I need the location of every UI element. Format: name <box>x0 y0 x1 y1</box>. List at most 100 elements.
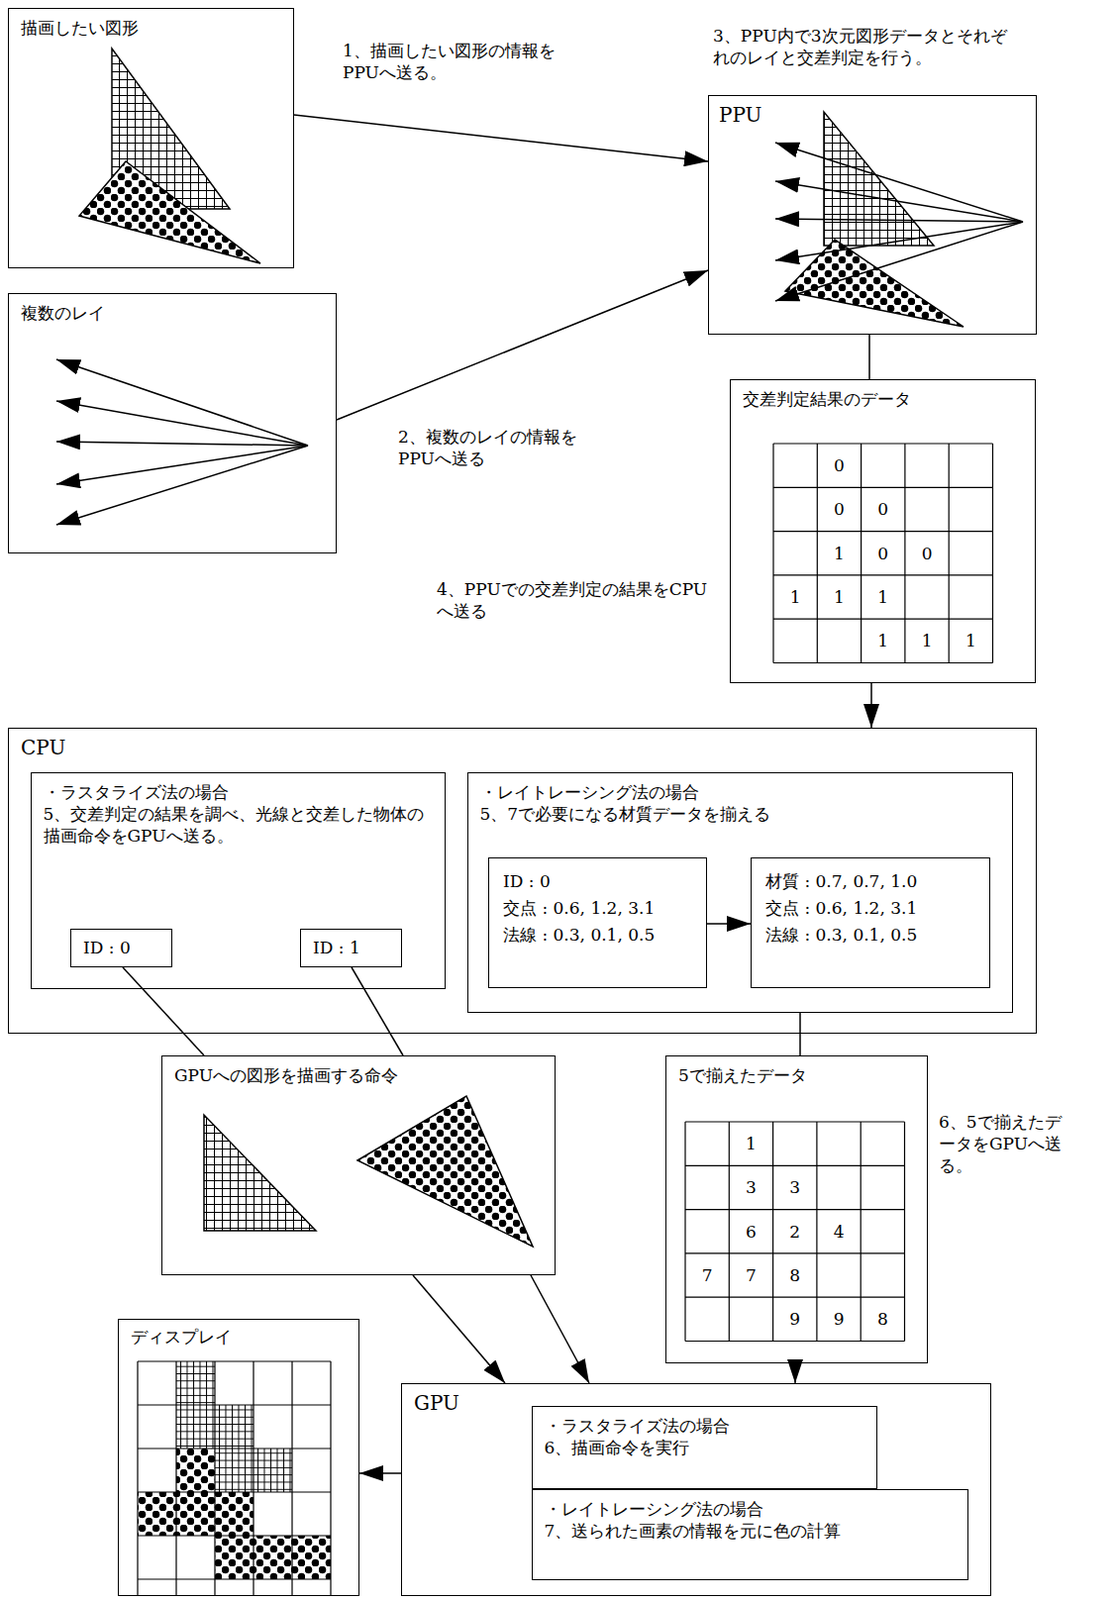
ray-fan <box>775 142 1023 302</box>
step-note: 3、PPU内で3次元図形データとそれぞれのレイと交差判定を行う。 <box>712 24 1011 69</box>
step-note: 6、5で揃えたデータをGPUへ送る。 <box>938 1111 1078 1177</box>
connector <box>294 114 709 162</box>
dotted-triangle <box>357 1096 533 1247</box>
box-text: 6、描画命令を実行 <box>544 1436 865 1459</box>
raster-exec-box: ・ラスタライズ法の場合6、描画命令を実行 <box>531 1406 878 1490</box>
table-cell: 1 <box>773 575 817 619</box>
table-cell: 4 <box>816 1210 861 1254</box>
box-text: 5、7で必要になる材質データを揃える <box>480 803 1001 825</box>
connector <box>359 1472 402 1475</box>
ray <box>775 218 1023 222</box>
mesh-triangle <box>203 1115 316 1231</box>
connector <box>707 922 751 925</box>
pixel-grid <box>137 1361 331 1596</box>
unit-name: CPU <box>20 734 1024 761</box>
table-cell: 1 <box>728 1121 773 1166</box>
edge-label: 2、複数のレイの情報をPPUへ送る <box>398 425 597 470</box>
data-row: 交点 : 0.6, 1.2, 3.1 <box>503 895 693 922</box>
table-cell: 8 <box>860 1297 905 1341</box>
table-cell: 0 <box>861 531 906 576</box>
unit-name: GPU <box>413 1390 979 1417</box>
connector <box>351 967 404 1056</box>
mesh-pixel <box>176 1405 215 1449</box>
box-heading: ・レイトレーシング法の場合 <box>544 1498 956 1521</box>
input-shapes-panel: 描画したい図形 <box>7 7 295 269</box>
table-cell: 1 <box>816 575 861 619</box>
display-pixels <box>137 1361 331 1596</box>
table-grid <box>685 1121 906 1342</box>
ray <box>775 181 1023 222</box>
connector <box>122 967 204 1056</box>
table-cell: 0 <box>861 487 906 531</box>
dot-pixel <box>253 1535 293 1580</box>
step-note: 4、PPUでの交差判定の結果をCPUへ送る <box>436 578 710 622</box>
box-heading: ・ラスタライズ法の場合 <box>43 781 433 804</box>
mesh-pixel <box>214 1448 254 1493</box>
dotted-triangle <box>79 161 261 264</box>
table-cell: 0 <box>905 531 949 576</box>
dot-pixel <box>176 1492 215 1536</box>
ray <box>775 142 1023 222</box>
table-cell: 1 <box>948 618 993 663</box>
gpu-box: GPU・ラスタライズ法の場合6、描画命令を実行・レイトレーシング法の場合7、送ら… <box>401 1383 992 1597</box>
table-cell: 6 <box>728 1210 773 1254</box>
box-heading: ・レイトレーシング法の場合 <box>480 781 1001 804</box>
box-text: GPUへの図形を描画する命令 <box>174 1064 543 1087</box>
table-cell: 0 <box>816 487 861 531</box>
box-text: 5で揃えたデータ <box>678 1064 915 1087</box>
dot-pixel <box>292 1535 331 1580</box>
box-text: ID : 1 <box>312 936 390 959</box>
ray <box>56 441 308 446</box>
connector <box>868 334 871 380</box>
table-cell: 3 <box>773 1165 817 1210</box>
connector <box>530 1275 590 1384</box>
ray <box>56 445 308 525</box>
id-box: ID : 0 <box>70 928 173 968</box>
table-cell: 3 <box>728 1165 773 1210</box>
hit-data-box: ID : 0交点 : 0.6, 1.2, 3.1法線 : 0.3, 0.1, 0… <box>488 857 708 989</box>
ppu-box: 3、PPU内で3次元図形データとそれぞれのレイと交差判定を行う。PPU <box>708 95 1037 335</box>
table-cell: 9 <box>773 1297 817 1341</box>
connector <box>336 270 709 420</box>
ray-fan <box>56 359 308 525</box>
table-cell: 1 <box>861 618 906 663</box>
edge-label: 1、描画したい図形の情報をPPUへ送る。 <box>342 39 581 84</box>
mesh-pixel <box>253 1448 293 1493</box>
dot-pixel <box>214 1535 254 1580</box>
data-row: 交点 : 0.6, 1.2, 3.1 <box>765 895 976 922</box>
cpu-box: CPU ・ラスタライズ法の場合5、交差判定の結果を調べ、光線と交差した物体の描画命… <box>7 727 1037 1034</box>
raytrace-step-box: ・レイトレーシング法の場合5、7で必要になる材質データを揃える ID : 0交点 … <box>467 772 1014 1014</box>
dot-pixel <box>137 1492 177 1536</box>
draw-command-box: GPUへの図形を描画する命令 <box>161 1055 556 1276</box>
rays-panel: 複数のレイ <box>7 293 337 554</box>
data-row: 法線 : 0.3, 0.1, 0.5 <box>503 921 693 949</box>
box-text: 5、交差判定の結果を調べ、光線と交差した物体の描画命令をGPUへ送る。 <box>43 803 433 847</box>
table-grid <box>773 443 994 664</box>
table-cell: 1 <box>905 618 949 663</box>
connector <box>870 683 873 728</box>
box-text: 複数のレイ <box>20 302 324 324</box>
ray <box>775 221 1023 302</box>
table-cell: 9 <box>816 1297 861 1341</box>
dot-pixel <box>214 1492 254 1536</box>
connector <box>794 1363 797 1384</box>
connector <box>412 1275 506 1384</box>
ray <box>775 221 1023 261</box>
mesh-triangle <box>823 111 934 246</box>
box-text: 7、送られた画素の情報を元に色の計算 <box>544 1520 956 1542</box>
ray <box>56 445 308 485</box>
id-box: ID : 1 <box>300 928 403 968</box>
unit-name: PPU <box>718 101 1026 128</box>
dot-pixel <box>176 1448 215 1493</box>
box-text: 交差判定結果のデータ <box>742 388 1023 410</box>
table-cell: 1 <box>861 575 906 619</box>
data-row: 材質 : 0.7, 0.7, 1.0 <box>765 868 976 896</box>
mesh-pixel <box>214 1405 254 1449</box>
table-cell: 2 <box>773 1210 817 1254</box>
data-row: 法線 : 0.3, 0.1, 0.5 <box>765 921 976 949</box>
ray <box>56 359 308 446</box>
connector <box>799 1013 802 1057</box>
dotted-triangle <box>785 239 964 327</box>
table-cell: 7 <box>728 1253 773 1298</box>
